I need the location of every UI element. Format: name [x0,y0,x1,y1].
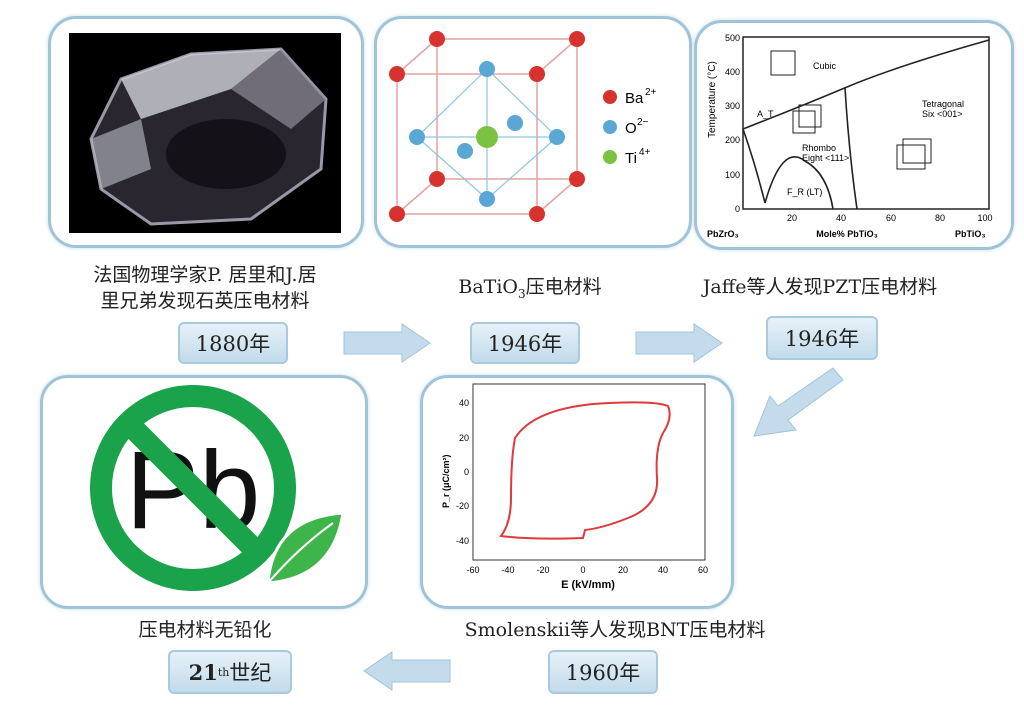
y-tick: 400 [725,67,740,77]
caption-line: 里兄弟发现石英压电材料 [100,290,310,312]
x-tick: 60 [698,565,708,575]
bnt-caption: Smolenskii等人发现BNT压电材料 [464,619,766,641]
x-tick: 0 [580,565,585,575]
x-tick: 40 [658,565,668,575]
region-fr-lt: F_R (LT) [787,187,822,197]
x-tick: -40 [501,565,514,575]
y-tick: 0 [735,204,740,214]
x-tick: 20 [787,213,797,223]
left-end-label: PbZrO₃ [707,229,739,239]
y-tick: 200 [725,135,740,145]
region-rhombo: Rhombo [802,143,836,153]
x-tick: 60 [886,213,896,223]
year-word: 世纪 [229,661,272,685]
legend-ba: Ba [625,90,644,107]
hysteresis-curve [499,401,671,540]
year-1880: 1880年 [178,322,288,364]
x-axis-label: Mole% PbTiO₃ [816,229,878,239]
y-tick: 0 [464,467,469,477]
legend-ba-charge: 2+ [645,87,657,98]
region-at: A_T [757,109,774,119]
caption-text: BaTiO [458,276,518,298]
x-tick: -20 [536,565,549,575]
region-tetragonal: Tetragonal [922,99,964,109]
y-tick: 300 [725,101,740,111]
region-cubic: Cubic [813,61,837,71]
legend-o-charge: 2− [637,117,649,128]
arrow-right-icon [343,323,431,363]
pzt-caption: Jaffe等人发现PZT压电材料 [702,276,938,298]
arrow-left-icon [363,651,451,691]
y-tick: 500 [725,33,740,43]
caption-sub: 3 [517,286,526,301]
y-axis-label: P_r (μC/cm²) [441,454,451,508]
x-tick: -60 [466,565,479,575]
lead-free-panel: Pb [40,375,368,609]
quartz-caption: 法国物理学家P. 居里和J.居 里兄弟发现石英压电材料 [60,262,350,314]
x-tick: 100 [977,213,992,223]
legend-ti: Ti [625,150,637,167]
x-tick: 80 [935,213,945,223]
year-1946-a: 1946年 [470,322,580,364]
region-eight: Eight <111> [802,153,849,163]
pzt-phase-diagram: Temperature (°C) 0 100 200 300 400 500 2… [707,33,993,239]
y-tick: -40 [456,536,469,546]
caption-tail: 压电材料 [525,276,602,298]
y-tick: 40 [459,398,469,408]
bnt-panel: P_r (μC/cm²) 40 20 0 -20 -40 -60 -40 -20… [420,375,734,609]
y-tick: 20 [459,433,469,443]
x-axis-label: E (kV/mm) [561,579,615,591]
legend-o: O [625,120,637,137]
y-axis-label: Temperature (°C) [707,61,718,138]
x-tick: 20 [618,565,628,575]
x-tick: 40 [836,213,846,223]
caption-line: 法国物理学家P. 居里和J.居 [93,264,317,286]
lead-free-caption: 压电材料无铅化 [138,619,272,641]
quartz-panel [48,16,364,248]
y-tick: 100 [725,170,740,180]
year-number: 21 [188,659,218,685]
y-tick: -20 [456,501,469,511]
batio3-caption: BaTiO3压电材料 [420,272,640,301]
quartz-crystal-image [69,33,341,233]
pzt-panel: Temperature (°C) 0 100 200 300 400 500 2… [694,20,1014,250]
region-six: Six <001> [922,109,963,119]
lead-free-sign: Pb [90,385,345,591]
hysteresis-loop-plot: P_r (μC/cm²) 40 20 0 -20 -40 -60 -40 -20… [441,383,708,591]
arrow-down-left-icon [753,367,844,437]
right-end-label: PbTiO₃ [955,229,986,239]
year-suffix: th [217,665,230,679]
arrow-right-icon [635,323,723,363]
year-1960: 1960年 [548,650,658,694]
legend-ti-charge: 4+ [639,147,651,158]
year-1946-b: 1946年 [766,316,878,360]
